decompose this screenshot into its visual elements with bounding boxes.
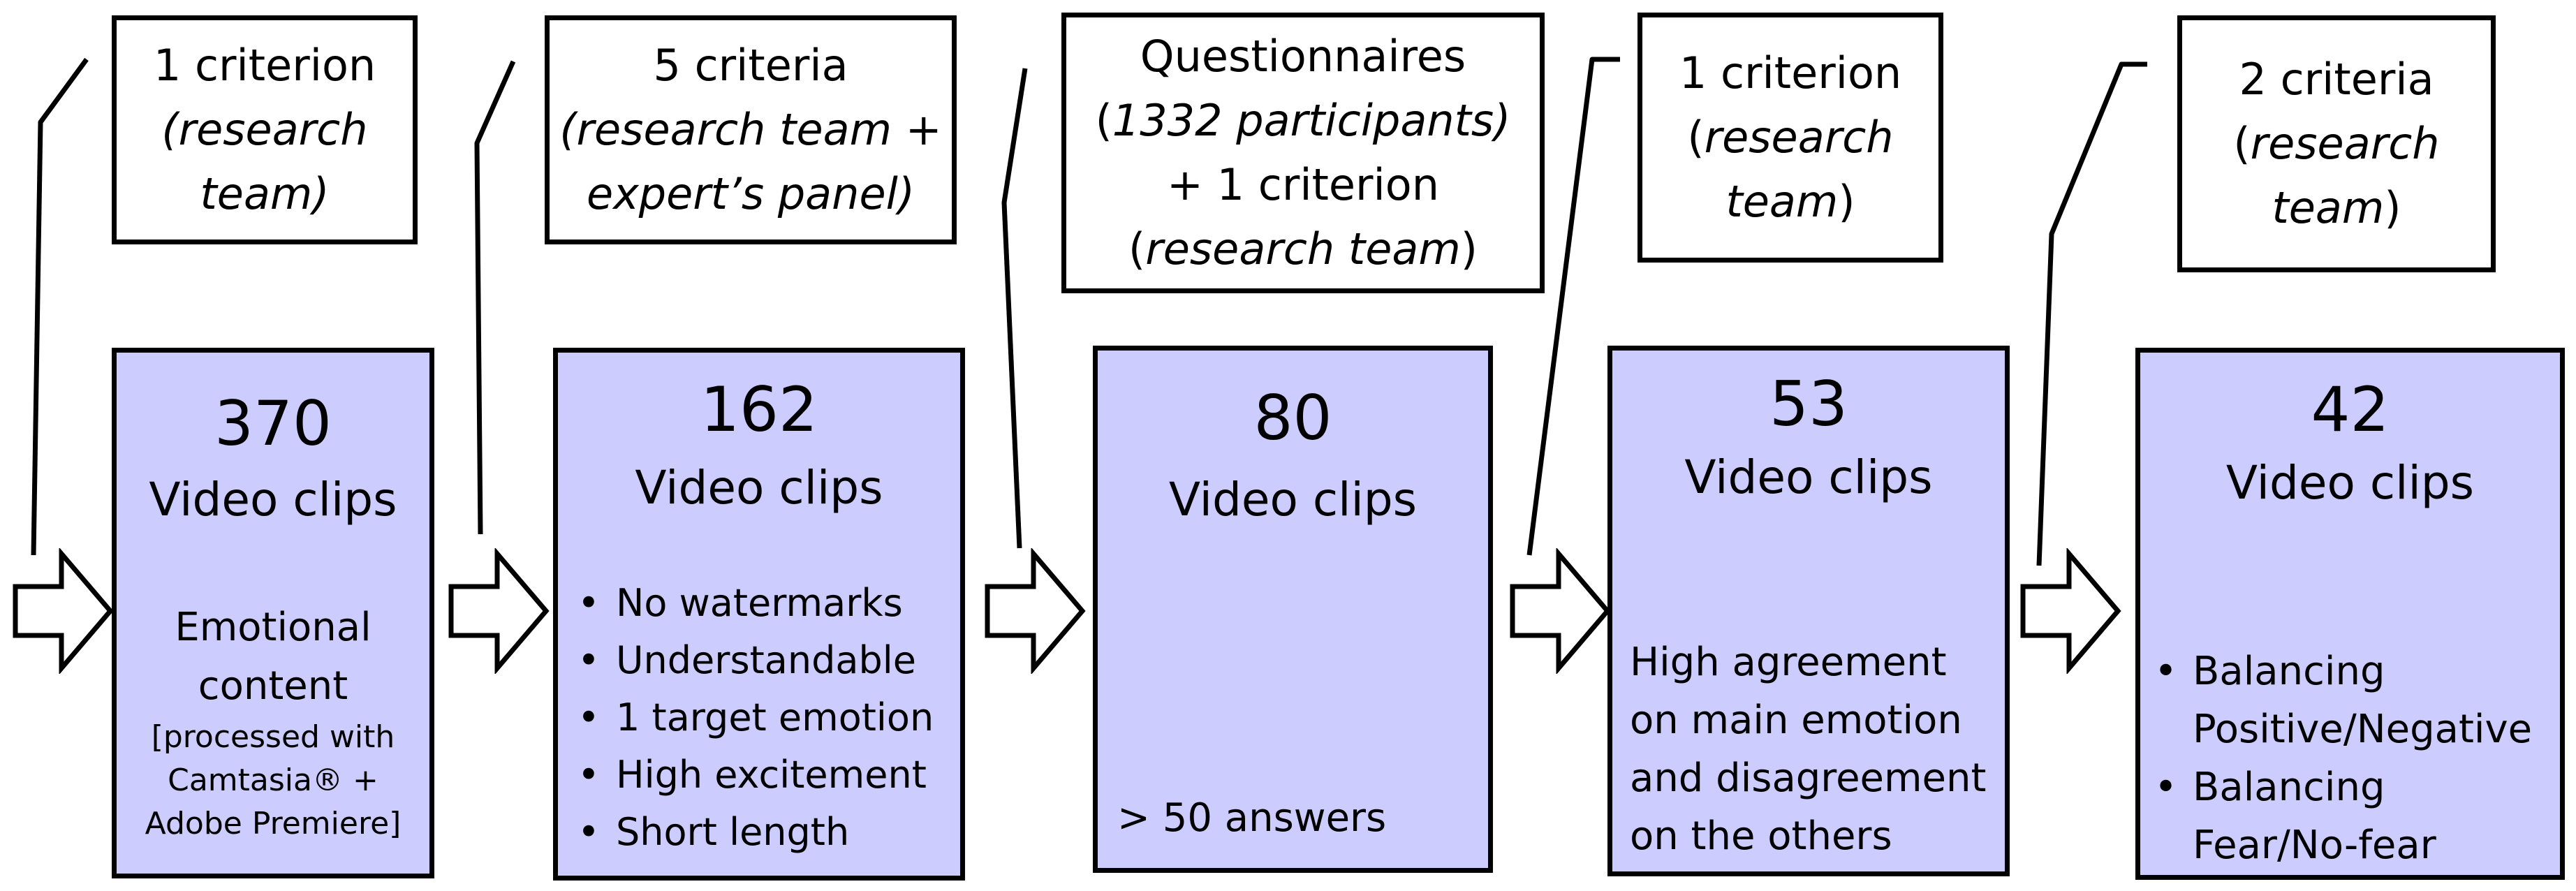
clip-unit: Video clips xyxy=(149,473,397,526)
connector-line-3 xyxy=(1001,68,1028,549)
criteria-line: team) xyxy=(200,162,329,226)
criteria-line: (research team) xyxy=(1128,217,1478,281)
criteria-line: expert’s panel) xyxy=(587,162,915,226)
criteria-text-segment: ( xyxy=(1687,112,1705,163)
criteria-list-item: High excitement xyxy=(577,746,934,804)
criteria-line: Questionnaires xyxy=(1140,24,1466,89)
criteria-text-segment: 5 criteria xyxy=(653,40,848,91)
criteria-text-segment: Questionnaires xyxy=(1140,31,1466,82)
stage-box-2: 162 Video clips No watermarks Understand… xyxy=(553,348,965,881)
criteria-text-segment: ( xyxy=(1095,95,1112,146)
criteria-list-item: No watermarks xyxy=(577,575,934,632)
criteria-box-4: 1 criterion (research team) xyxy=(1637,13,1943,263)
criteria-text-segment: expert’s panel) xyxy=(586,168,915,219)
stage-box-3: 80 Video clips > 50 answers xyxy=(1093,346,1493,873)
criteria-text-segment: 1332 participants) xyxy=(1112,95,1511,146)
criteria-text-segment: 2 criteria xyxy=(2239,54,2434,105)
criteria-text-segment: team xyxy=(1725,176,1839,227)
clip-unit: Video clips xyxy=(1684,450,1933,504)
clip-count: 53 xyxy=(1769,368,1848,440)
clip-unit: Video clips xyxy=(1168,473,1418,526)
stage-description: > 50 answers xyxy=(1117,789,1386,847)
stage-box-4: 53 Video clips High agreement on main em… xyxy=(1607,346,2010,876)
criteria-line: 2 criteria xyxy=(2239,47,2434,112)
criteria-box-5: 2 criteria (research team) xyxy=(2177,15,2496,272)
clip-count: 370 xyxy=(214,388,332,459)
criteria-text-segment: research xyxy=(1704,112,1894,163)
criteria-list-item: Short length xyxy=(577,804,934,861)
criteria-box-1: 1 criterion (research team) xyxy=(112,15,418,244)
criteria-text-segment: 1 criterion xyxy=(153,40,376,91)
connector-line-2 xyxy=(474,60,516,535)
clip-count: 42 xyxy=(2311,374,2390,446)
description-line: Emotional xyxy=(175,605,371,650)
criteria-line: team) xyxy=(1725,170,1855,234)
connector-line-1 xyxy=(31,57,89,556)
stage-box-1: 370 Video clips Emotional content [proce… xyxy=(112,348,434,878)
criteria-line: 5 criteria xyxy=(653,34,848,98)
criteria-text-segment: (research team + xyxy=(559,104,942,155)
criteria-line: (research xyxy=(1687,105,1893,170)
right-arrow-icon xyxy=(2020,548,2121,674)
description-line: content xyxy=(198,663,348,709)
connector-line-5 xyxy=(2036,61,2147,566)
processing-note: [processed with Camtasia® + Adobe Premie… xyxy=(117,716,429,846)
clip-unit: Video clips xyxy=(2225,456,2475,510)
criteria-list: No watermarks Understandable 1 target em… xyxy=(577,575,934,861)
criteria-text-segment: ) xyxy=(1460,223,1478,274)
criteria-line: (research xyxy=(2233,112,2439,176)
criteria-text-segment: (research xyxy=(161,104,368,155)
stage-description: Emotional content xyxy=(117,598,429,716)
criteria-line: + 1 criterion xyxy=(1167,153,1439,217)
criteria-text-segment: ) xyxy=(1838,176,1855,227)
criteria-text-segment: team) xyxy=(200,168,330,219)
criteria-text-segment: research team xyxy=(1145,223,1461,274)
note-line: [processed with xyxy=(151,719,395,755)
connector-line-4 xyxy=(1526,57,1620,556)
right-arrow-icon xyxy=(985,548,1086,674)
stage-box-5: 42 Video clips BalancingPositive/Negativ… xyxy=(2135,348,2565,880)
criteria-line: (1332 participants) xyxy=(1096,89,1511,153)
clip-unit: Video clips xyxy=(635,461,883,515)
criteria-line: (research xyxy=(161,98,367,162)
criteria-line: 1 criterion xyxy=(1679,41,1901,105)
description-line: on main emotion xyxy=(1630,698,1962,743)
criteria-text-segment: ( xyxy=(1128,223,1146,274)
clip-count: 162 xyxy=(700,374,818,446)
criteria-text-segment: ( xyxy=(2233,118,2251,169)
note-line: Camtasia® + xyxy=(168,763,378,798)
description-line: High agreement xyxy=(1630,640,1947,685)
right-arrow-icon xyxy=(1510,548,1611,674)
criteria-box-3: Questionnaires (1332 participants) + 1 c… xyxy=(1061,13,1545,293)
criteria-text-segment: ) xyxy=(2384,182,2401,233)
criteria-text-segment: research xyxy=(2250,118,2440,169)
criteria-text-segment: 1 criterion xyxy=(1679,47,1902,98)
clip-count: 80 xyxy=(1253,382,1332,454)
criteria-text-segment: + 1 criterion xyxy=(1166,159,1439,210)
description-line: > 50 answers xyxy=(1117,795,1387,841)
criteria-line: 1 criterion xyxy=(154,34,376,98)
right-arrow-icon xyxy=(448,548,550,674)
right-arrow-icon xyxy=(13,548,114,674)
description-line: on the others xyxy=(1630,813,1892,859)
criteria-box-2: 5 criteria (research team + expert’s pan… xyxy=(545,15,957,244)
stage-description: High agreement on main emotion and disag… xyxy=(1630,633,1986,865)
criteria-line: team) xyxy=(2272,176,2401,240)
criteria-line: (research team + xyxy=(559,98,941,162)
note-line: Adobe Premiere] xyxy=(145,806,402,841)
criteria-list-item: 1 target emotion xyxy=(577,689,934,746)
criteria-text-segment: team xyxy=(2272,182,2385,233)
criteria-list-item: Understandable xyxy=(577,632,934,689)
description-line: and disagreement xyxy=(1630,756,1987,801)
